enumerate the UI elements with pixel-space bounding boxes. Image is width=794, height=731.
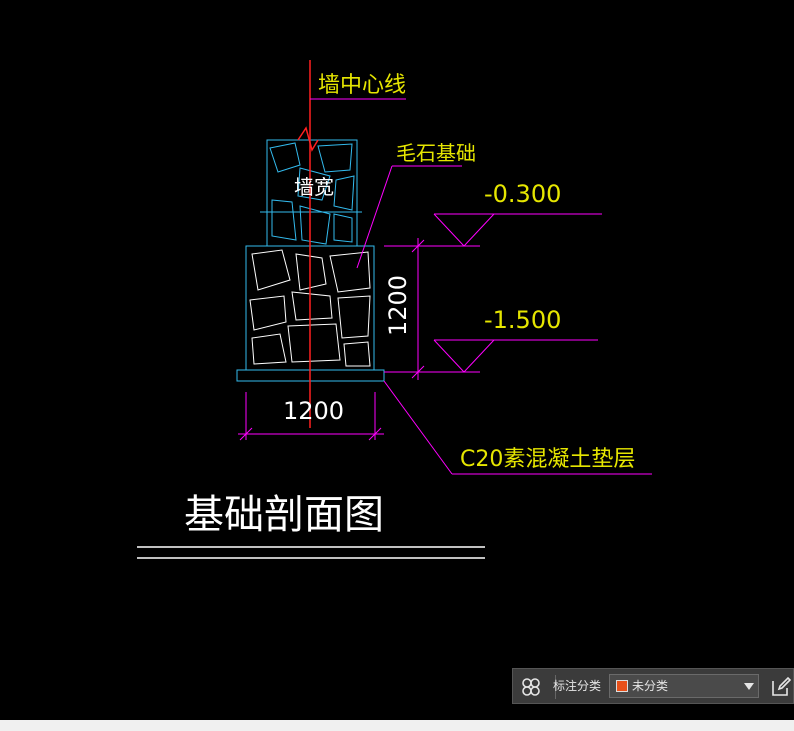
toolbar-separator <box>555 675 556 699</box>
width-dimension-text: 1200 <box>283 397 344 425</box>
cushion-label: C20素混凝土垫层 <box>460 447 635 472</box>
status-strip <box>0 720 794 731</box>
rubble-foundation-label: 毛石基础 <box>396 141 476 165</box>
elevation-bottom-text: -1.500 <box>484 306 561 334</box>
break-symbol <box>297 126 319 152</box>
wall-width-label: 墙宽 <box>294 175 334 199</box>
elevation-top-text: -0.300 <box>484 180 561 208</box>
category-color-swatch <box>616 680 628 692</box>
height-dimension <box>411 238 425 380</box>
chevron-down-icon <box>744 683 754 690</box>
rubble-leader <box>356 165 393 269</box>
annotation-category-select[interactable]: 未分类 <box>609 674 759 698</box>
elevation-top-marker <box>433 213 495 247</box>
annotation-category-label: 标注分类 <box>553 679 602 693</box>
grid-icon[interactable] <box>519 675 543 699</box>
cushion-leader <box>383 380 453 475</box>
annotation-toolbar: 标注分类 未分类 <box>512 668 794 704</box>
height-dimension-text: 1200 <box>384 275 412 336</box>
category-selected-value: 未分类 <box>632 679 669 693</box>
edit-icon[interactable] <box>769 675 793 699</box>
elevation-bottom-marker <box>433 339 495 373</box>
drawing-title: 基础剖面图 <box>184 492 384 538</box>
width-dimension <box>238 392 384 441</box>
centerline-label: 墙中心线 <box>318 73 406 98</box>
